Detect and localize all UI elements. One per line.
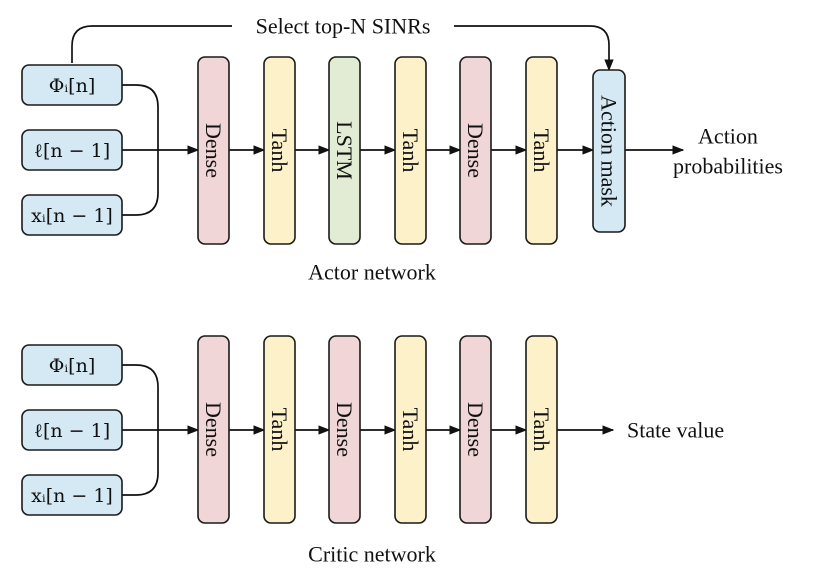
actor-caption: Actor network (308, 260, 436, 285)
actor-input-ell (21, 129, 123, 171)
actor-layer-2-label: Tanh (267, 129, 292, 173)
actor-layer-5-label: Dense (463, 123, 488, 178)
actor-layer-4-tanh (394, 56, 427, 245)
critic-layer-4-label: Tanh (398, 408, 423, 452)
actor-layer-3-label: LSTM (332, 121, 357, 180)
actor-layer-2-tanh (263, 56, 296, 245)
critic-layer-1-label: Dense (201, 402, 226, 457)
skip-connection-label: Select top-N SINRs (256, 14, 431, 39)
actor-layer-1-dense (197, 56, 230, 245)
skip-wire-right (454, 25, 614, 72)
critic-layer-5-dense (459, 335, 492, 524)
critic-caption: Critic network (308, 542, 436, 567)
critic-layer-5-label: Dense (463, 402, 488, 457)
critic-layer-2-label: Tanh (267, 408, 292, 452)
critic-input-ell (21, 409, 123, 451)
action-mask-label: Action mask (597, 95, 622, 207)
critic-input-x (21, 474, 123, 516)
critic-input-ell-label: ℓ[n − 1] (34, 420, 110, 442)
actor-input-ell-label: ℓ[n − 1] (34, 140, 110, 162)
state-value-label: State value (627, 418, 724, 443)
action-mask-box (592, 69, 626, 233)
critic-layer-6-label: Tanh (529, 408, 554, 452)
critic-layer-4-tanh (394, 335, 427, 524)
critic-layer-3-dense (328, 335, 361, 524)
actor-layer-3-lstm (328, 56, 361, 245)
critic-input-phi (21, 344, 123, 386)
critic-input-phi-label: Φᵢ[n] (49, 355, 95, 377)
action-output-label-line1: Action (698, 124, 758, 149)
actor-layer-5-dense (459, 56, 492, 245)
action-output-label-line2: probabilities (673, 154, 783, 179)
actor-input-phi (21, 64, 123, 106)
critic-layer-2-tanh (263, 335, 296, 524)
critic-layer-6-tanh (525, 335, 558, 524)
actor-input-x (21, 194, 123, 236)
actor-input-x-label: xᵢ[n − 1] (31, 205, 113, 227)
critic-layer-1-dense (197, 335, 230, 524)
critic-layer-3-label: Dense (332, 402, 357, 457)
skip-wire-left (71, 25, 232, 63)
actor-input-phi-label: Φᵢ[n] (49, 75, 95, 97)
actor-layer-6-label: Tanh (529, 129, 554, 173)
critic-input-x-label: xᵢ[n − 1] (31, 485, 113, 507)
actor-layer-1-label: Dense (201, 123, 226, 178)
actor-layer-4-label: Tanh (398, 129, 423, 173)
actor-layer-6-tanh (525, 56, 558, 245)
